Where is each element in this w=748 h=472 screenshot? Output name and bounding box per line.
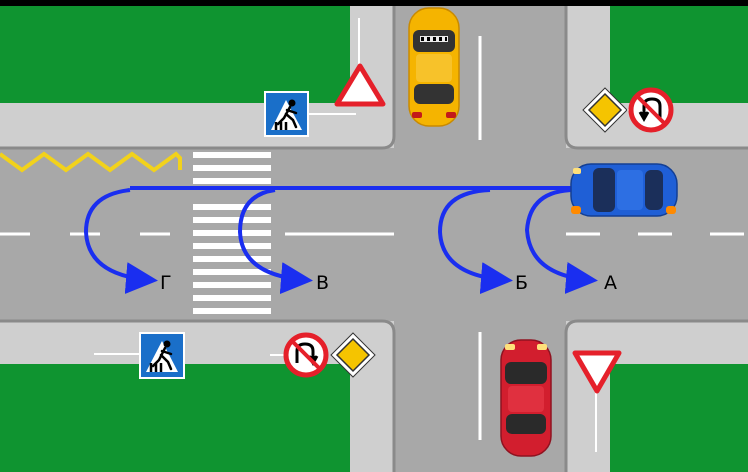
zebra-crossing xyxy=(193,152,271,314)
red-car xyxy=(500,339,552,457)
taxi-car xyxy=(408,7,460,127)
no-u-turn-sign-top-right xyxy=(628,87,674,133)
route-v-path xyxy=(237,188,313,295)
pedestrian-crossing-sign-bottom xyxy=(139,332,185,379)
zigzag-marking xyxy=(0,151,182,173)
yield-sign-top xyxy=(334,63,386,107)
top-frame xyxy=(0,0,748,6)
route-label-a: А xyxy=(604,272,617,294)
route-g-path xyxy=(83,188,158,295)
pedestrian-crossing-sign-top xyxy=(264,91,309,137)
priority-road-icon xyxy=(587,92,623,128)
route-label-v: В xyxy=(316,272,329,294)
route-a-path xyxy=(524,188,598,294)
lane-markings xyxy=(0,36,748,440)
blue-car xyxy=(570,163,678,217)
priority-road-sign-bottom xyxy=(330,332,376,378)
route-label-g: Г xyxy=(160,272,172,294)
route-b-path xyxy=(437,188,513,295)
no-u-turn-sign-bottom xyxy=(283,332,329,378)
yield-icon xyxy=(334,63,386,107)
route-label-b: Б xyxy=(515,272,528,294)
yield-icon xyxy=(572,350,622,394)
priority-road-sign-top-right xyxy=(582,87,628,133)
priority-road-icon xyxy=(335,337,371,373)
routes xyxy=(83,186,598,295)
yield-sign-bottom-right xyxy=(572,350,622,394)
